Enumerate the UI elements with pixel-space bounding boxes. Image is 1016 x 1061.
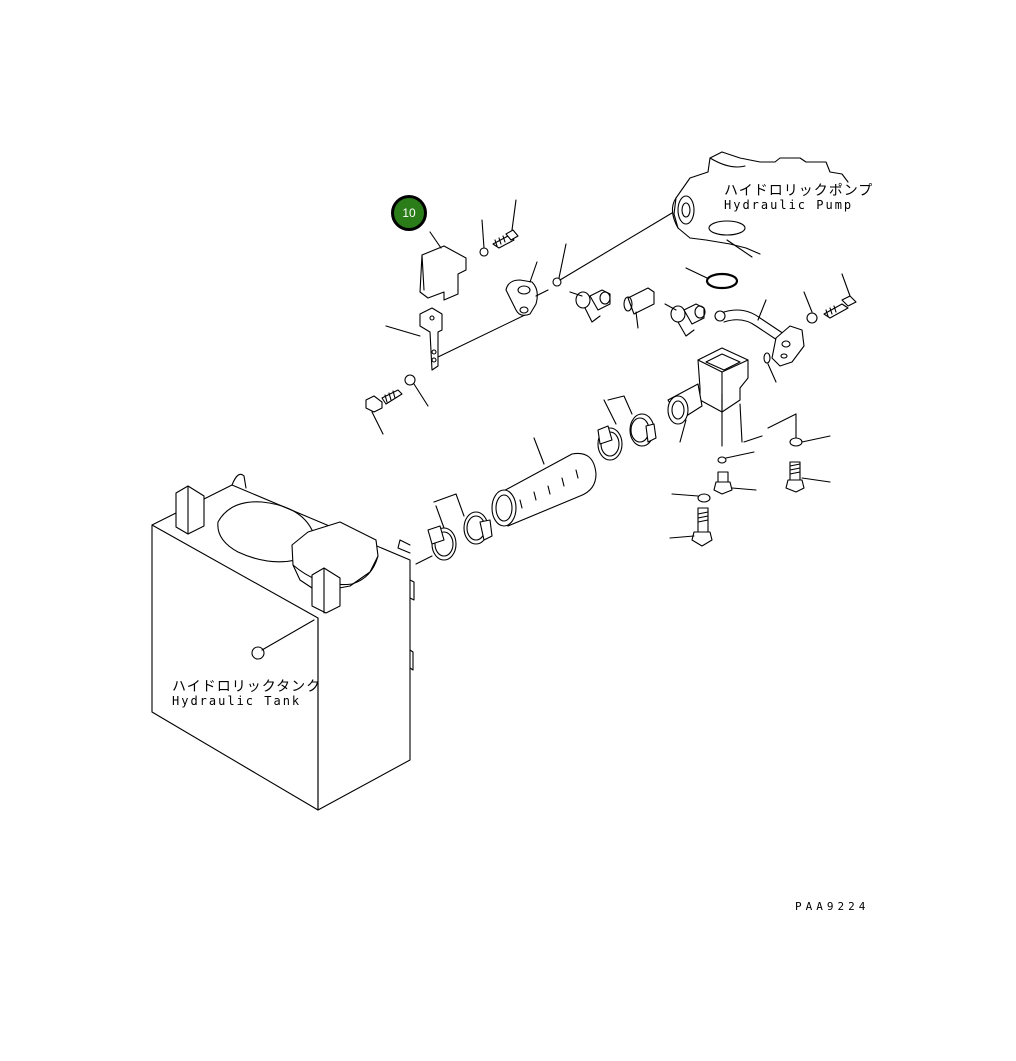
drawing-code: PAA9224 <box>795 900 870 913</box>
bolt-center-short <box>713 471 757 495</box>
clamp-large-2 <box>597 399 623 461</box>
tank-label-en: Hydraulic Tank <box>172 694 302 708</box>
pump-label: ハイドロリックポンプ Hydraulic Pump <box>724 184 873 212</box>
o-ring-small <box>717 451 755 464</box>
pump-label-jp: ハイドロリックポンプ <box>724 183 874 199</box>
tank-label-jp: ハイドロリックタンク <box>172 679 322 695</box>
bolt-upper-bracket <box>479 199 519 257</box>
clamp-large-1 <box>607 395 657 447</box>
clamp-small-2 <box>664 303 706 337</box>
clamp-large-3 <box>433 493 493 545</box>
o-ring <box>685 267 739 290</box>
bolt-right-vertical <box>785 461 831 493</box>
flange <box>505 212 673 316</box>
elbow-fitting <box>667 347 763 447</box>
pump-label-en: Hydraulic Pump <box>724 198 854 212</box>
hose-small <box>623 287 655 329</box>
hydraulic-tank <box>151 473 415 811</box>
cover-bracket <box>419 231 467 301</box>
clamp-large-4 <box>415 505 457 565</box>
strap-bracket <box>385 307 528 371</box>
bent-tube <box>714 299 805 383</box>
clamp-small-1 <box>569 289 611 323</box>
hydraulic-pump <box>671 151 849 258</box>
tank-label: ハイドロリックタンク Hydraulic Tank <box>172 680 321 708</box>
callout-10-button[interactable]: 10 <box>391 195 427 231</box>
hose-large <box>491 437 597 527</box>
bolt-center-long <box>669 507 713 547</box>
bolt-lower-bracket <box>365 374 429 435</box>
washer-right-1 <box>767 413 831 447</box>
washer-center <box>671 493 711 503</box>
bolt-upper-right <box>803 273 857 324</box>
